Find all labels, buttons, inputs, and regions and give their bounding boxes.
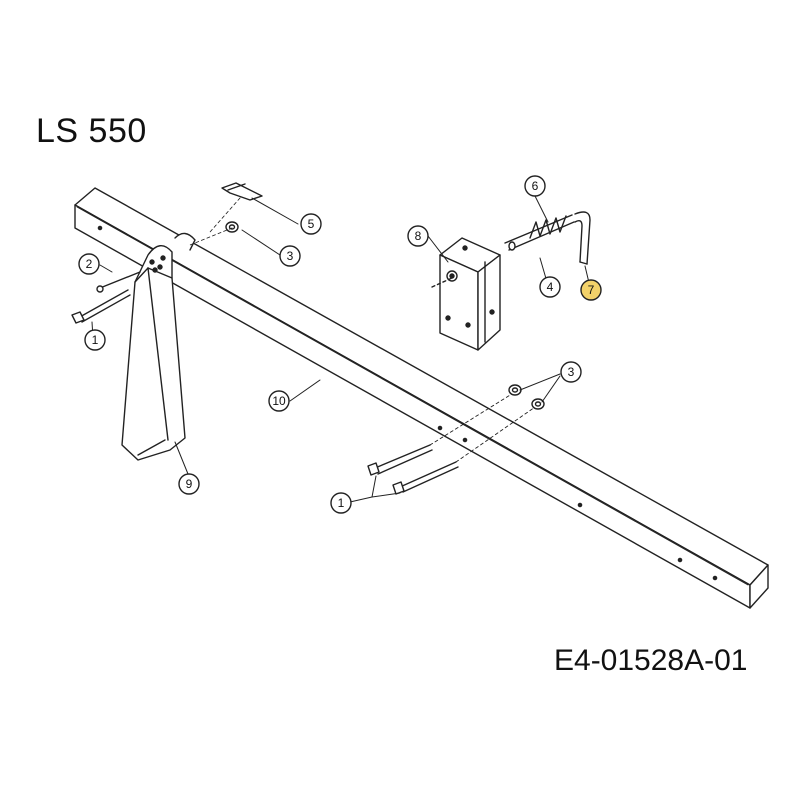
main-tube [74, 187, 769, 609]
clip-part [221, 182, 263, 201]
callout-8 [407, 225, 429, 247]
callout-1b [330, 492, 352, 514]
callout-10 [268, 390, 290, 412]
callout-4 [539, 276, 561, 298]
callout-label-3b: 3 [568, 365, 575, 379]
callout-9 [178, 473, 200, 495]
callout-label-4: 4 [547, 280, 554, 294]
bolt-upper-left [71, 271, 141, 324]
diagram-code: E4-01528A-01 [554, 644, 748, 677]
callout-label-6: 6 [532, 179, 539, 193]
callout-1a [84, 329, 106, 351]
callout-label-2: 2 [86, 257, 93, 271]
callout-6 [524, 175, 546, 197]
bolt-lower-pair [367, 391, 539, 495]
callout-2 [78, 253, 100, 275]
callout-3a [279, 245, 301, 267]
support-leg [121, 232, 196, 461]
callout-label-9: 9 [186, 477, 193, 491]
callout-label-10: 10 [272, 394, 286, 408]
nut-upper [225, 221, 239, 233]
callout-label-1b: 1 [338, 496, 345, 510]
model-title: LS 550 [36, 112, 147, 150]
callout-label-7: 7 [588, 283, 595, 297]
callout-5 [300, 213, 322, 235]
callout-3b [560, 361, 582, 383]
callout-label-3a: 3 [287, 249, 294, 263]
callout-label-1a: 1 [92, 333, 99, 347]
spring-pin [504, 211, 591, 265]
nut-lower-pair [508, 384, 545, 410]
bracket [431, 237, 501, 351]
callout-label-8: 8 [415, 229, 422, 243]
callout-label-5: 5 [308, 217, 315, 231]
callout-7 [580, 279, 602, 301]
